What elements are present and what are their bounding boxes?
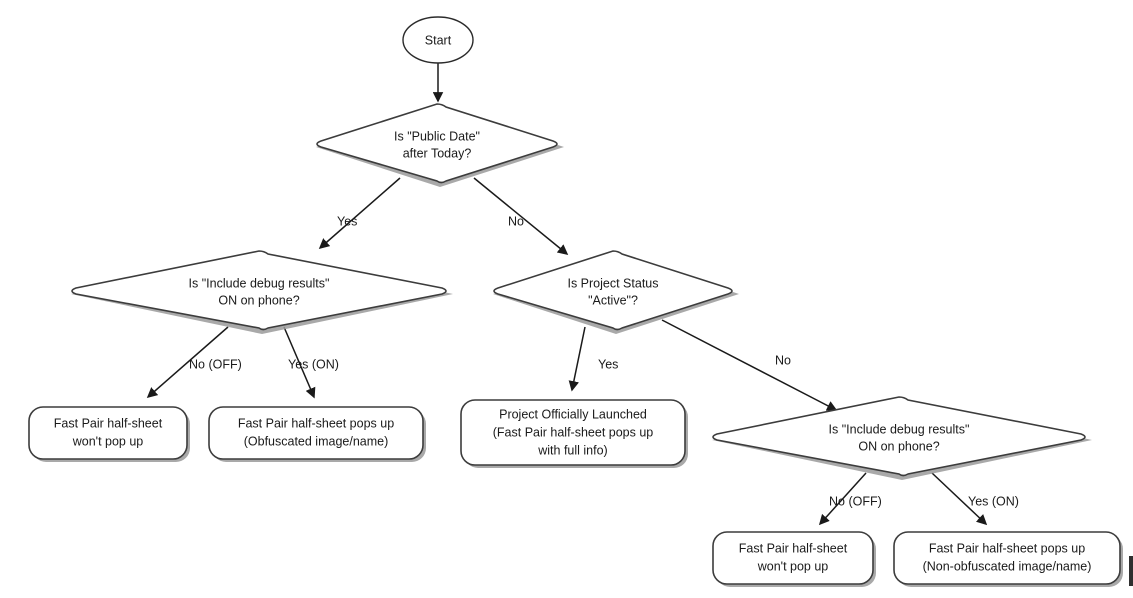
edge-label-no-off-right: No (OFF) (829, 494, 882, 508)
decision-debug-left-diamond (71, 250, 447, 331)
node-start[interactable]: Start (402, 16, 474, 64)
start-label: Start (425, 33, 452, 47)
terminal-right-wont-pop-line2: won't pop up (757, 559, 829, 573)
decision-project-status-diamond (493, 250, 733, 331)
node-terminal-officially-launched[interactable]: Project Officially Launched (Fast Pair h… (460, 399, 688, 468)
terminal-left-wont-pop-box (28, 406, 188, 460)
edge-debug-right-yes (931, 472, 988, 526)
page-edge-artifact (1129, 556, 1133, 586)
terminal-non-obfuscated-box (893, 531, 1121, 585)
decision-debug-right-line1: Is "Include debug results" (829, 422, 970, 436)
edge-project-status-no (661, 319, 838, 411)
edge-public-date-no (473, 177, 569, 255)
edge-label-yes-project-status: Yes (598, 357, 618, 371)
decision-debug-right-line2: ON on phone? (858, 439, 939, 453)
terminal-left-wont-pop-line1: Fast Pair half-sheet (54, 416, 163, 430)
edge-label-no-project-status: No (775, 353, 791, 367)
edge-label-yes-public-date: Yes (337, 214, 357, 228)
edge-project-status-yes (568, 326, 586, 392)
edge-label-no-off-left: No (OFF) (189, 357, 242, 371)
edge-public-date-yes (318, 177, 401, 250)
decision-debug-left-line2: ON on phone? (218, 293, 299, 307)
decision-debug-right-diamond (712, 396, 1086, 477)
terminal-non-obfuscated-line1: Fast Pair half-sheet pops up (929, 541, 1085, 555)
decision-debug-left-line1: Is "Include debug results" (189, 276, 330, 290)
node-terminal-right-wont-pop[interactable]: Fast Pair half-sheet won't pop up (712, 531, 876, 587)
edge-label-yes-on-right: Yes (ON) (968, 494, 1019, 508)
edges-layer (146, 63, 988, 526)
edge-debug-right-no (818, 472, 867, 526)
edge-label-no-public-date: No (508, 214, 524, 228)
edge-labels-layer: Yes No No (OFF) Yes (ON) Yes No No (OFF)… (189, 214, 1019, 508)
start-ellipse (402, 16, 474, 64)
terminal-left-wont-pop-line2: won't pop up (72, 434, 144, 448)
node-decision-project-status[interactable]: Is Project Status "Active"? (493, 250, 739, 334)
node-decision-debug-left[interactable]: Is "Include debug results" ON on phone? (71, 250, 453, 334)
terminal-obfuscated-box (208, 406, 424, 460)
node-terminal-left-wont-pop[interactable]: Fast Pair half-sheet won't pop up (28, 406, 190, 462)
edge-debug-left-yes (283, 326, 316, 399)
decision-public-date-line1: Is "Public Date" (394, 129, 480, 143)
node-terminal-obfuscated[interactable]: Fast Pair half-sheet pops up (Obfuscated… (208, 406, 426, 462)
terminal-obfuscated-line1: Fast Pair half-sheet pops up (238, 416, 394, 430)
terminal-officially-launched-box (460, 399, 686, 466)
terminal-non-obfuscated-line2: (Non-obfuscated image/name) (923, 559, 1092, 573)
node-terminal-non-obfuscated[interactable]: Fast Pair half-sheet pops up (Non-obfusc… (893, 531, 1123, 587)
decision-project-status-line1: Is Project Status (567, 276, 658, 290)
edge-debug-left-no (146, 326, 229, 399)
terminal-officially-launched-line3: with full info) (537, 443, 607, 457)
decision-public-date-diamond (316, 103, 558, 184)
terminal-officially-launched-line1: Project Officially Launched (499, 407, 647, 421)
node-decision-debug-right[interactable]: Is "Include debug results" ON on phone? (712, 396, 1092, 480)
terminal-right-wont-pop-box (712, 531, 874, 585)
edge-label-yes-on-left: Yes (ON) (288, 357, 339, 371)
node-decision-public-date[interactable]: Is "Public Date" after Today? (316, 103, 564, 187)
terminal-officially-launched-line2: (Fast Pair half-sheet pops up (493, 425, 654, 439)
terminal-right-wont-pop-line1: Fast Pair half-sheet (739, 541, 848, 555)
terminal-obfuscated-line2: (Obfuscated image/name) (244, 434, 389, 448)
decision-public-date-line2: after Today? (403, 146, 472, 160)
decision-project-status-line2: "Active"? (588, 293, 638, 307)
